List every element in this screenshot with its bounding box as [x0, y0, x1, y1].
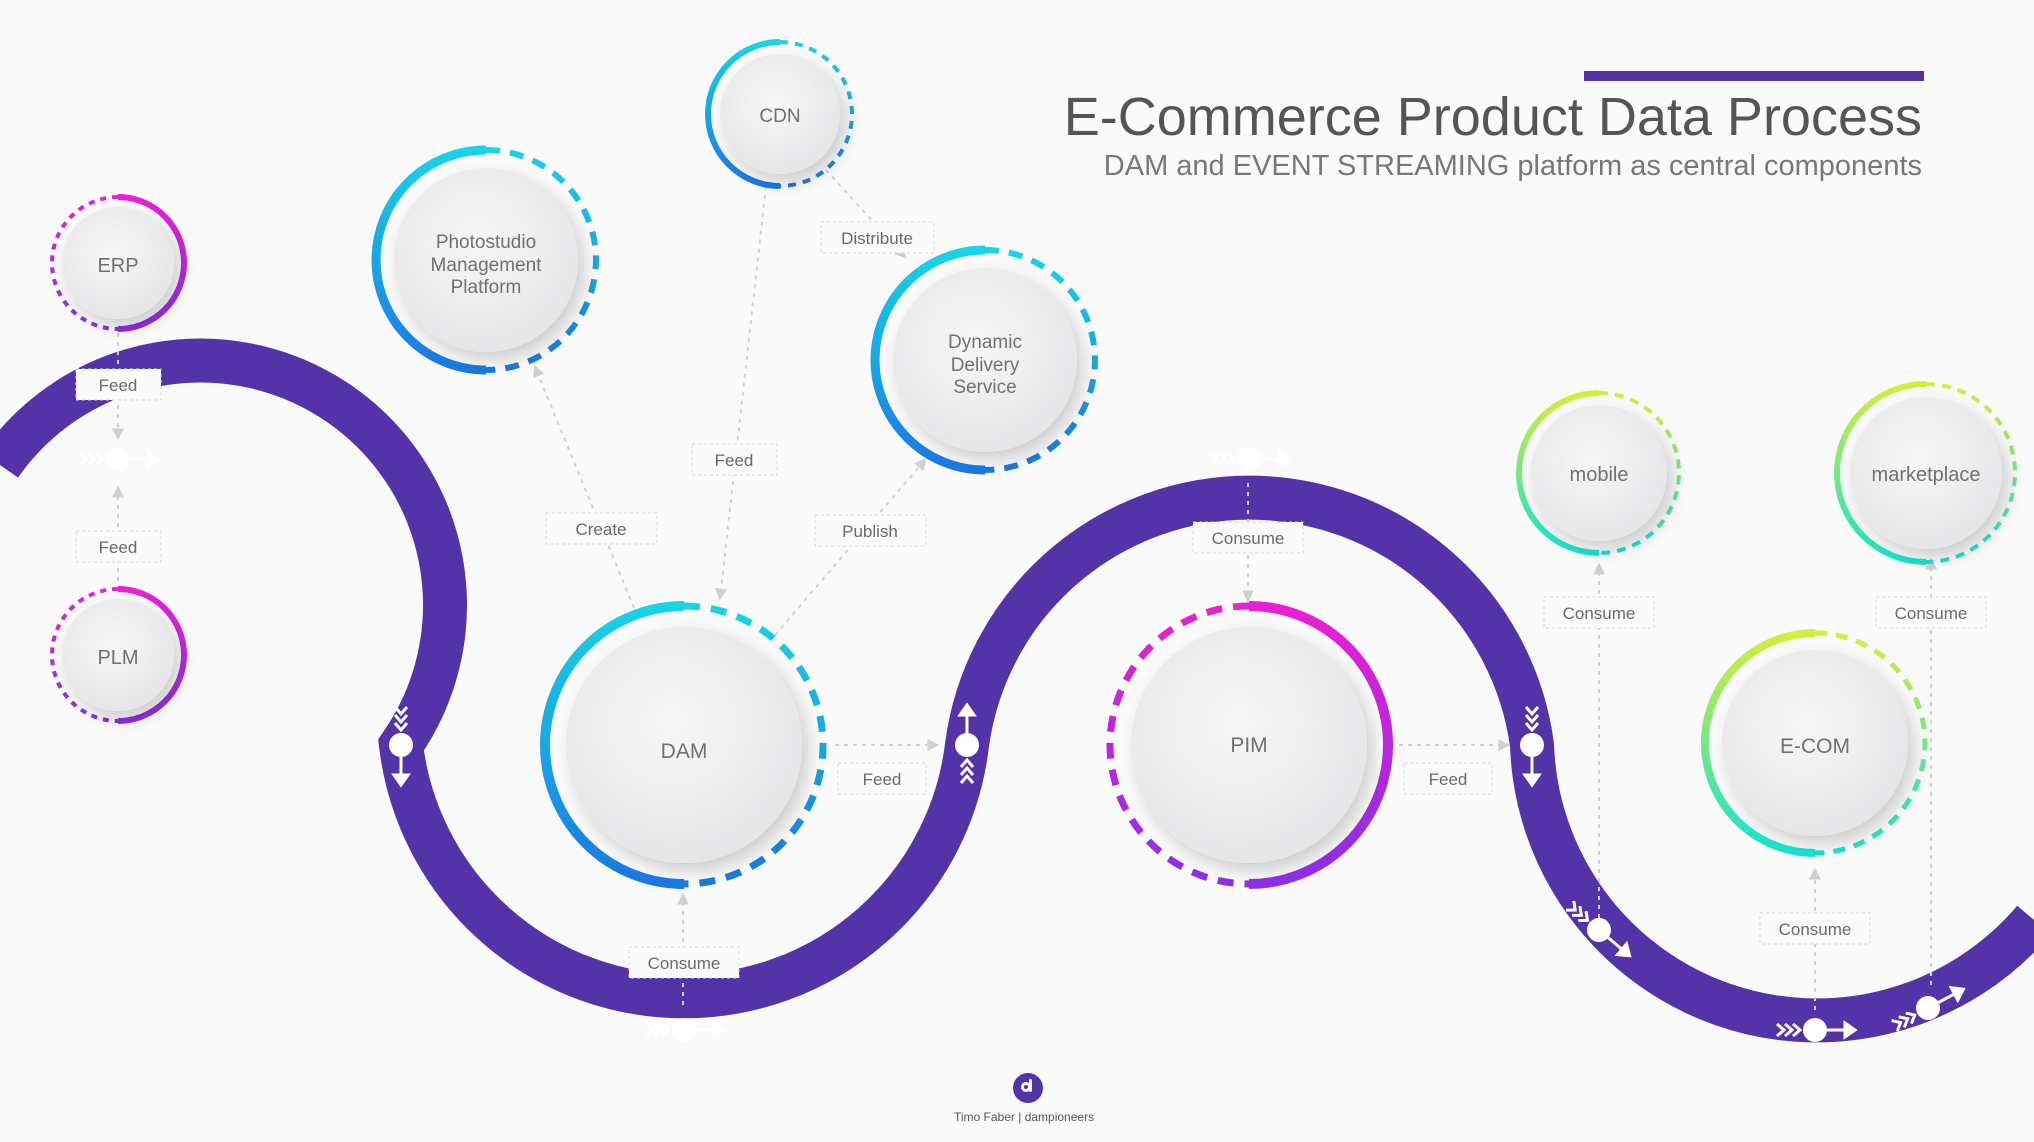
stream-marker-bottom-2	[1776, 1018, 1858, 1042]
node-plm: PLM	[50, 586, 187, 724]
page-subtitle: DAM and EVENT STREAMING platform as cent…	[1103, 150, 1922, 182]
stream-marker-down-1	[389, 706, 413, 788]
page-title: E-Commerce Product Data Process	[1063, 87, 1922, 147]
svg-text:DAM: DAM	[661, 740, 708, 763]
svg-text:Create: Create	[575, 520, 626, 539]
stream-marker-up-1	[955, 702, 979, 784]
stream-marker-top-mid	[1210, 447, 1292, 471]
node-dam: DAM	[540, 601, 827, 889]
svg-text:Consume: Consume	[1895, 604, 1968, 623]
tag-dam-feed: Feed	[837, 762, 927, 795]
tag-dam-consume: Consume	[628, 946, 740, 979]
node-photostudio: Photostudio Management Platform	[371, 145, 599, 375]
node-ecom: E-COM	[1701, 629, 1928, 857]
author-credit: Timo Faber | dampioneers	[954, 1110, 1095, 1124]
svg-text:Delivery: Delivery	[951, 355, 1020, 376]
svg-text:Feed: Feed	[863, 770, 902, 789]
svg-text:Management: Management	[431, 255, 543, 276]
svg-text:Feed: Feed	[99, 376, 138, 395]
tag-create: Create	[545, 512, 658, 545]
tag-mobile-consume: Consume	[1543, 596, 1655, 629]
stream-marker-down-2	[1520, 706, 1544, 788]
title-accent-bar	[1584, 71, 1924, 81]
node-cdn: CDN	[705, 39, 854, 189]
svg-text:Service: Service	[953, 377, 1016, 398]
node-pim: PIM	[1106, 601, 1393, 889]
node-marketplace: marketplace	[1834, 381, 2017, 565]
stream-marker-diag-2	[1891, 985, 1966, 1032]
svg-text:Consume: Consume	[648, 954, 721, 973]
svg-text:Consume: Consume	[1212, 529, 1285, 548]
svg-text:Photostudio: Photostudio	[436, 232, 536, 253]
svg-text:Feed: Feed	[715, 451, 754, 470]
svg-text:mobile: mobile	[1570, 464, 1629, 486]
svg-text:Dynamic: Dynamic	[948, 332, 1022, 353]
svg-text:CDN: CDN	[759, 106, 800, 127]
dampioneers-logo	[1013, 1073, 1043, 1103]
svg-text:Consume: Consume	[1563, 604, 1636, 623]
svg-text:Feed: Feed	[1429, 770, 1468, 789]
stream-marker-top-left	[79, 447, 161, 471]
stream-markers	[79, 447, 1966, 1042]
svg-text:E-COM: E-COM	[1780, 735, 1850, 758]
stream-marker-bottom-1	[645, 1018, 727, 1042]
tag-pim-feed: Feed	[1403, 762, 1493, 795]
tag-erp-feed: Feed	[75, 368, 162, 401]
svg-text:marketplace: marketplace	[1872, 464, 1981, 486]
tag-publish: Publish	[814, 514, 927, 547]
connectors	[112, 169, 1937, 1010]
node-mobile: mobile	[1516, 390, 1681, 556]
event-stream-path	[0, 338, 2034, 1043]
svg-text:Consume: Consume	[1779, 920, 1852, 939]
tag-pim-consume: Consume	[1192, 521, 1304, 554]
tag-ecom-consume: Consume	[1759, 912, 1871, 945]
svg-text:Platform: Platform	[451, 277, 522, 298]
stream-marker-diag-1	[1566, 900, 1632, 958]
svg-text:PLM: PLM	[97, 647, 138, 669]
tag-marketplace-consume: Consume	[1875, 596, 1987, 629]
svg-text:Distribute: Distribute	[841, 229, 913, 248]
tag-cdn-feed: Feed	[691, 443, 778, 476]
node-dynamic-delivery-service: Dynamic Delivery Service	[870, 245, 1098, 475]
svg-text:ERP: ERP	[97, 255, 138, 277]
svg-text:Feed: Feed	[99, 538, 138, 557]
tag-distribute: Distribute	[820, 221, 935, 254]
node-erp: ERP	[50, 194, 187, 332]
tag-plm-feed: Feed	[75, 530, 162, 563]
svg-text:Publish: Publish	[842, 522, 898, 541]
svg-text:PIM: PIM	[1230, 734, 1267, 757]
